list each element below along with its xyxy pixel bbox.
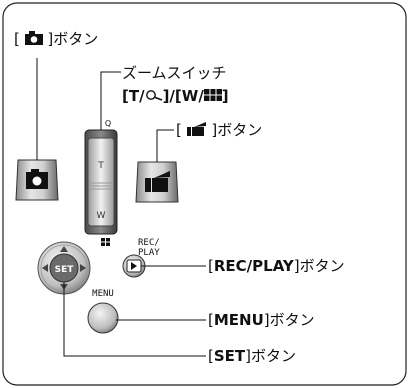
multi-display-icon bbox=[101, 238, 110, 246]
multi-display-icon bbox=[203, 89, 222, 101]
set-button-label: [SET]ボタン bbox=[208, 347, 297, 365]
camera-icon bbox=[26, 169, 48, 189]
zoom-tele-label: T bbox=[97, 161, 104, 171]
movie-button[interactable] bbox=[135, 161, 179, 203]
set-button-leader bbox=[63, 282, 206, 357]
zoom-switch-label-line2: [T/]/[W/] bbox=[122, 87, 229, 105]
rec-play-button-label: [REC/PLAY]ボタン bbox=[208, 257, 345, 275]
set-key[interactable]: SET bbox=[49, 253, 79, 283]
rec-play-button[interactable] bbox=[122, 254, 146, 278]
rec-play-caption: REC/ PLAY bbox=[138, 238, 165, 258]
play-icon bbox=[131, 262, 137, 270]
set-key-label: SET bbox=[55, 265, 75, 275]
zoom-switch-leader bbox=[100, 71, 121, 130]
menu-button-label: [MENU]ボタン bbox=[208, 311, 315, 329]
menu-caption: MENU bbox=[92, 289, 114, 299]
movie-button-leader bbox=[156, 129, 174, 162]
zoom-in-icon: Q bbox=[105, 119, 111, 128]
zoom-wide-label: W bbox=[97, 211, 106, 221]
camera-icon bbox=[24, 31, 43, 45]
photo-button[interactable] bbox=[15, 159, 59, 201]
zoom-switch-label-line1: ズームスイッチ bbox=[122, 64, 227, 82]
menu-button[interactable] bbox=[87, 302, 119, 334]
zoom-in-icon bbox=[145, 90, 162, 101]
photo-button-label: [ ]ボタン bbox=[14, 30, 99, 48]
movie-camera-icon bbox=[186, 122, 206, 136]
movie-button-label: [ ]ボタン bbox=[176, 121, 263, 139]
movie-camera-icon bbox=[145, 171, 170, 192]
